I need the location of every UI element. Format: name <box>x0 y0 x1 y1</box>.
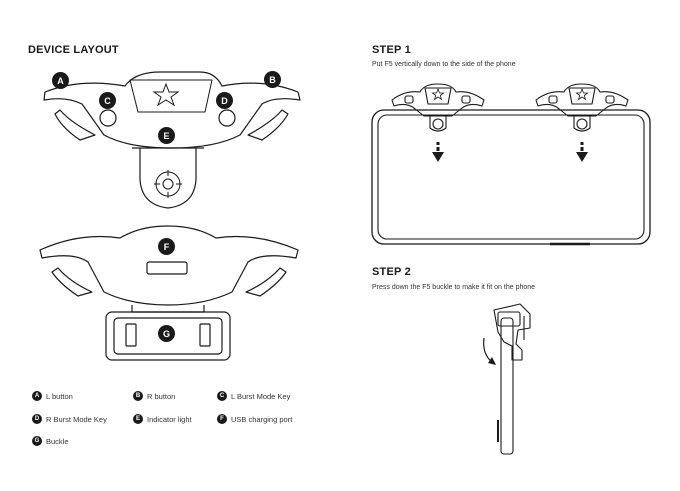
curved-arrow-icon <box>484 338 496 365</box>
